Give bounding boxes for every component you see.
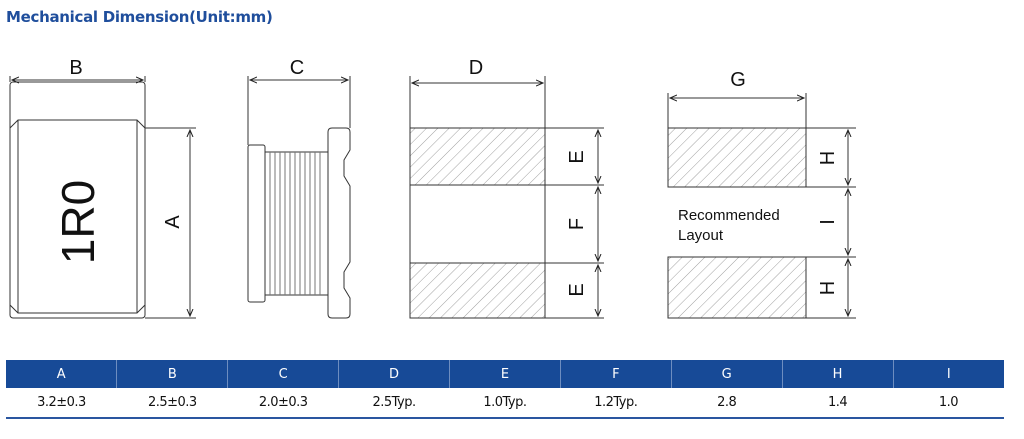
mechanical-drawing: 1R0 B A C D E F E G H I H Recommended La… xyxy=(9,57,856,319)
value-g: 2.8 xyxy=(671,388,783,419)
header-f: F xyxy=(559,360,672,388)
side-view xyxy=(247,76,351,319)
header-c: C xyxy=(227,360,339,388)
header-a: A xyxy=(6,360,117,388)
label-d: D xyxy=(469,57,483,79)
header-d: D xyxy=(338,360,450,388)
layout-note-line2: Layout xyxy=(678,227,724,244)
label-h-top: H xyxy=(817,151,839,165)
value-e: 1.0Typ. xyxy=(449,388,561,419)
layout-note-line1: Recommended xyxy=(678,207,780,224)
value-a: 3.2±0.3 xyxy=(6,388,117,419)
table-header-row: A B C D E F G H I xyxy=(6,360,1004,388)
value-h: 1.4 xyxy=(782,388,893,419)
label-b: B xyxy=(69,57,82,79)
value-f: 1.2Typ. xyxy=(560,388,672,419)
header-b: B xyxy=(116,360,228,388)
table-row: 3.2±0.3 2.5±0.3 2.0±0.3 2.5Typ. 1.0Typ. … xyxy=(6,388,1004,419)
label-g: G xyxy=(730,69,746,91)
label-e-top: E xyxy=(566,150,588,163)
part-marking: 1R0 xyxy=(52,180,104,264)
label-i: I xyxy=(817,219,839,225)
label-h-bottom: H xyxy=(817,281,839,295)
bottom-view xyxy=(409,76,604,319)
top-view xyxy=(9,76,196,319)
label-f: F xyxy=(566,218,588,230)
label-e-bottom: E xyxy=(566,283,588,296)
value-i: 1.0 xyxy=(893,388,1004,419)
dimension-table: A B C D E F G H I 3.2±0.3 2.5±0.3 2.0±0.… xyxy=(6,360,1004,419)
header-e: E xyxy=(449,360,561,388)
recommended-layout-view xyxy=(667,93,856,319)
header-i: I xyxy=(892,360,1004,388)
value-b: 2.5±0.3 xyxy=(116,388,228,419)
value-c: 2.0±0.3 xyxy=(227,388,339,419)
section-title: Mechanical Dimension(Unit:mm) xyxy=(6,8,273,26)
value-d: 2.5Typ. xyxy=(338,388,450,419)
label-a: A xyxy=(162,215,184,229)
header-g: G xyxy=(670,360,783,388)
label-c: C xyxy=(290,57,304,79)
header-h: H xyxy=(781,360,893,388)
